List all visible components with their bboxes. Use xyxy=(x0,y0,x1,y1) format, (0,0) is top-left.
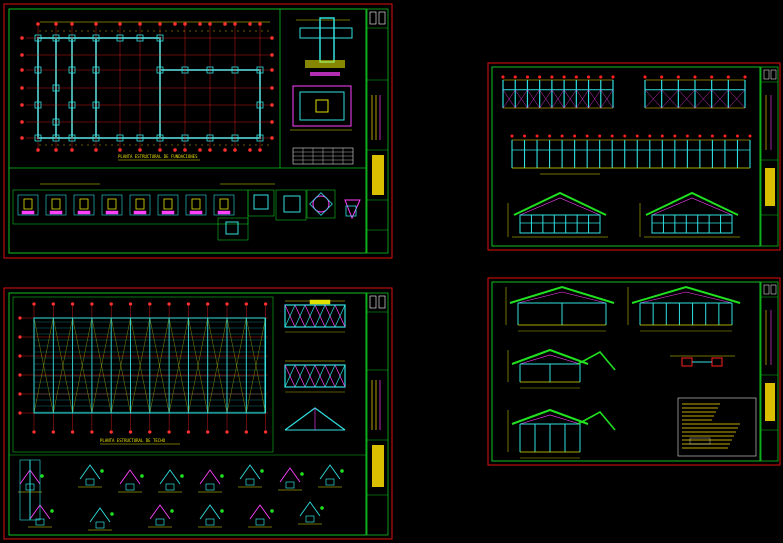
title-block xyxy=(366,8,389,254)
column-sections-strip xyxy=(12,183,361,241)
section-a xyxy=(505,285,615,332)
sheet-foundation-plan[interactable]: PLANTA ESTRUCTURAL DE FUNDACIONES xyxy=(3,3,393,259)
title-block xyxy=(760,281,779,462)
sheet-elevations[interactable] xyxy=(487,62,781,251)
frame-elevation-a xyxy=(501,75,615,109)
title-block xyxy=(366,292,389,536)
roof-plan-caption: PLANTA ESTRUCTURAL DE TECHO xyxy=(100,438,166,443)
roof-section-right xyxy=(639,191,740,238)
sheet-sections[interactable] xyxy=(487,277,781,466)
roof-plan-drawing: PLANTA ESTRUCTURAL DE TECHO xyxy=(12,296,274,453)
column-detail xyxy=(296,17,353,76)
frame-elevation-b xyxy=(643,75,747,109)
foundation-plan-drawing: PLANTA ESTRUCTURAL DE FUNDACIONES xyxy=(9,9,366,169)
section-d xyxy=(507,408,616,459)
sheet-roof-framing[interactable]: PLANTA ESTRUCTURAL DE TECHO xyxy=(3,287,393,540)
roof-section-left xyxy=(507,191,608,238)
general-notes xyxy=(677,397,757,457)
connection-details xyxy=(9,454,366,531)
longitudinal-elevation xyxy=(510,134,752,175)
section-b xyxy=(627,285,741,332)
section-c xyxy=(507,348,616,389)
title-block xyxy=(760,66,779,247)
small-detail xyxy=(670,355,735,367)
schedule-table xyxy=(292,147,354,165)
footing-detail xyxy=(290,85,352,131)
truss-details xyxy=(284,299,346,431)
foundation-plan-caption: PLANTA ESTRUCTURAL DE FUNDACIONES xyxy=(118,154,198,159)
